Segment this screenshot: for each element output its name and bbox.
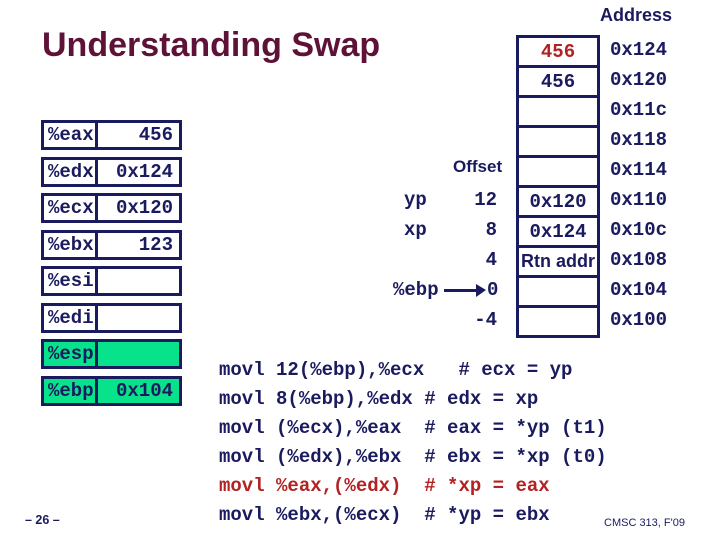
register-row-esp: %esp [41,339,182,369]
memory-cell-value: 0x124 [529,220,587,243]
memory-cell-0x100 [519,308,597,335]
register-name: %ebx [44,233,98,257]
memory-cell-0x108: Rtn addr [519,248,597,278]
memory-cell-0x124: 456 [519,38,597,68]
register-row-eax: %eax 456 [41,120,182,150]
memory-cell-value: 0x120 [529,190,587,213]
register-value: 0x124 [115,161,173,183]
memory-cell-0x104 [519,278,597,308]
register-value [98,306,179,330]
register-value: 456 [138,124,173,146]
address-label: 0x114 [610,159,668,181]
register-row-ebp: %ebp 0x104 [41,376,182,406]
register-name: %esi [44,269,98,293]
register-name: %ebp [44,379,98,403]
memory-cell-0x10c: 0x124 [519,218,597,248]
code-line-current: movl %eax,(%edx) # *xp = eax [219,474,550,497]
code-line: movl (%ecx),%eax # eax = *yp (t1) [219,416,607,439]
memory-cell-0x114 [519,158,597,188]
address-label: 0x118 [610,129,668,151]
register-name: %eax [44,123,98,147]
code-line: movl %ebx,(%ecx) # *yp = ebx [219,503,550,526]
address-label: 0x124 [610,39,668,61]
address-label: 0x100 [610,309,668,331]
memory-cell-0x120: 456 [519,68,597,98]
offset-value: 4 [485,249,497,271]
memory-cell-0x118 [519,128,597,158]
register-row-esi: %esi [41,266,182,296]
register-name: %edi [44,306,98,330]
offset-value: -4 [474,309,497,331]
code-line: movl 8(%ebp),%edx # edx = xp [219,387,539,410]
register-row-edi: %edi [41,303,182,333]
code-line: movl (%edx),%ebx # ebx = *xp (t0) [219,445,607,468]
address-label: 0x120 [610,69,668,91]
memory-cell-value: Rtn addr [521,251,595,271]
register-value [98,342,179,366]
offset-label-yp: yp [404,189,427,211]
ebp-arrow-icon [444,289,477,292]
register-row-ecx: %ecx 0x120 [41,193,182,223]
page-number: – 26 – [25,513,60,527]
address-label: 0x104 [610,279,668,301]
address-label: 0x110 [610,189,668,211]
offset-value: 12 [474,189,497,211]
address-label: 0x10c [610,219,668,241]
memory-cell-0x11c [519,98,597,128]
memory-cell-value: 456 [540,40,576,63]
page-title: Understanding Swap [42,26,381,64]
register-name: %esp [44,342,98,366]
memory-cell-value: 456 [540,70,576,93]
register-row-ebx: %ebx 123 [41,230,182,260]
register-value: 0x120 [115,197,173,219]
ebp-arrowhead-icon [476,284,486,297]
memory-cell-0x110: 0x120 [519,188,597,218]
assembly-code-block: movl 12(%ebp),%ecx # ecx = yp movl 8(%eb… [219,355,607,529]
offset-value: 8 [485,219,497,241]
code-line: movl 12(%ebp),%ecx # ecx = yp [219,358,573,381]
offset-value: 0 [487,279,499,301]
register-name: %edx [44,160,98,184]
address-label: 0x108 [610,249,668,271]
address-column-header: Address [600,5,673,25]
register-row-edx: %edx 0x124 [41,157,182,187]
register-value: 0x104 [115,380,173,402]
ebp-pointer-label: %ebp [393,279,439,301]
register-name: %ecx [44,196,98,220]
register-value: 123 [138,234,173,256]
memory-stack: 456 456 0x120 0x124 Rtn addr [516,35,600,338]
course-footer: CMSC 313, F'09 [604,517,685,529]
register-value [98,269,179,293]
offset-label-xp: xp [404,219,427,241]
address-label: 0x11c [610,99,668,121]
offset-column-header: Offset [453,157,503,176]
